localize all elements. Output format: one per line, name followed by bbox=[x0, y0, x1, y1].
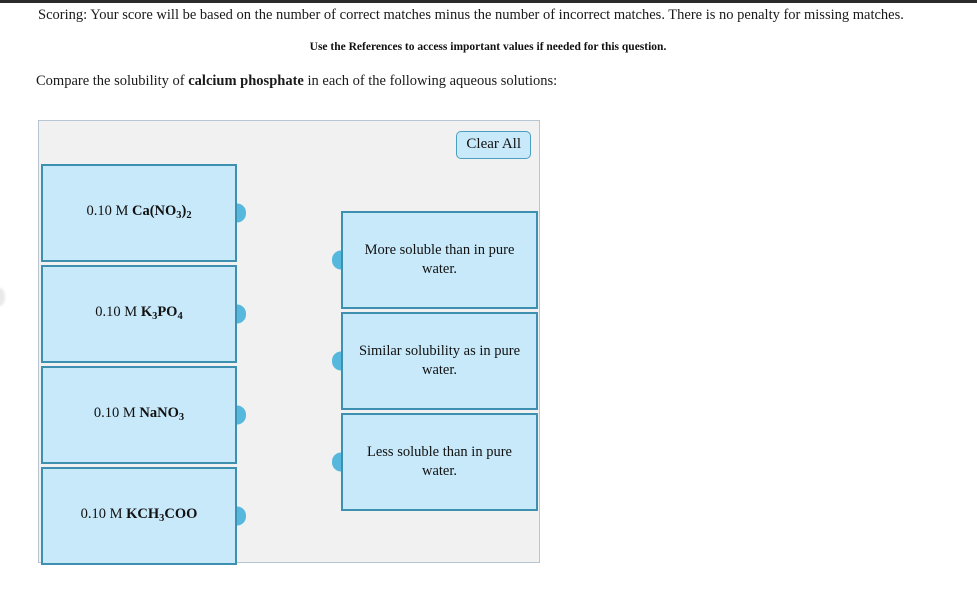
target-tile-1[interactable]: More soluble than in pure water. bbox=[332, 211, 538, 309]
target-tile-1-label: More soluble than in pure water. bbox=[364, 242, 515, 277]
target-tile-3-label: Less soluble than in pure water. bbox=[367, 444, 512, 479]
source-tile-2[interactable]: 0.10 M K3PO4 bbox=[41, 265, 246, 363]
matching-widget: Clear All 0.10 M Ca(NO3)2 0.10 M K3PO4 0… bbox=[38, 120, 541, 565]
source-tile-1-formula: Ca(NO3)2 bbox=[131, 202, 192, 221]
source-tile-3[interactable]: 0.10 M NaNO3 bbox=[41, 366, 246, 464]
prompt-subject: calcium phosphate bbox=[188, 73, 304, 89]
source-tile-3-formula: NaNO3 bbox=[139, 404, 185, 423]
source-tile-2-label: 0.10 M K3PO4 bbox=[95, 303, 183, 322]
source-tile-4-label: 0.10 M KCH3COO bbox=[80, 505, 198, 524]
clear-all-button[interactable]: Clear All bbox=[456, 131, 531, 159]
target-tile-2-label: Similar solubility as in pure water. bbox=[358, 343, 521, 378]
source-tile-1-label: 0.10 M Ca(NO3)2 bbox=[86, 202, 192, 221]
source-connector-nub-4[interactable] bbox=[237, 506, 246, 526]
source-connector-nub-2[interactable] bbox=[237, 304, 246, 324]
source-connector-nub-3[interactable] bbox=[237, 405, 246, 425]
source-tile-2-formula: K3PO4 bbox=[140, 303, 183, 322]
target-column: More soluble than in pure water. Similar… bbox=[332, 211, 541, 514]
prompt-prefix: Compare the solubility of bbox=[36, 73, 189, 89]
browser-chrome-strip bbox=[0, 0, 977, 3]
source-tile-1[interactable]: 0.10 M Ca(NO3)2 bbox=[41, 164, 246, 262]
target-tile-2[interactable]: Similar solubility as in pure water. bbox=[332, 312, 538, 410]
prompt-suffix: in each of the following aqueous solutio… bbox=[303, 73, 558, 89]
target-tile-3[interactable]: Less soluble than in pure water. bbox=[332, 413, 538, 511]
target-connector-nub-1[interactable] bbox=[332, 250, 341, 270]
references-note: Use the References to access important v… bbox=[309, 41, 667, 53]
target-connector-nub-3[interactable] bbox=[332, 452, 341, 472]
source-tile-3-label: 0.10 M NaNO3 bbox=[93, 404, 185, 423]
question-prompt: Compare the solubility of calcium phosph… bbox=[36, 71, 936, 91]
source-tile-4[interactable]: 0.10 M KCH3COO bbox=[41, 467, 246, 565]
source-connector-nub-1[interactable] bbox=[237, 203, 246, 223]
scoring-instructions: Scoring: Your score will be based on the… bbox=[38, 7, 904, 23]
source-column: 0.10 M Ca(NO3)2 0.10 M K3PO4 0.10 M NaNO… bbox=[41, 164, 281, 568]
left-edge-artifact bbox=[0, 288, 5, 306]
target-connector-nub-2[interactable] bbox=[332, 351, 341, 371]
source-tile-4-formula: KCH3COO bbox=[126, 505, 198, 524]
